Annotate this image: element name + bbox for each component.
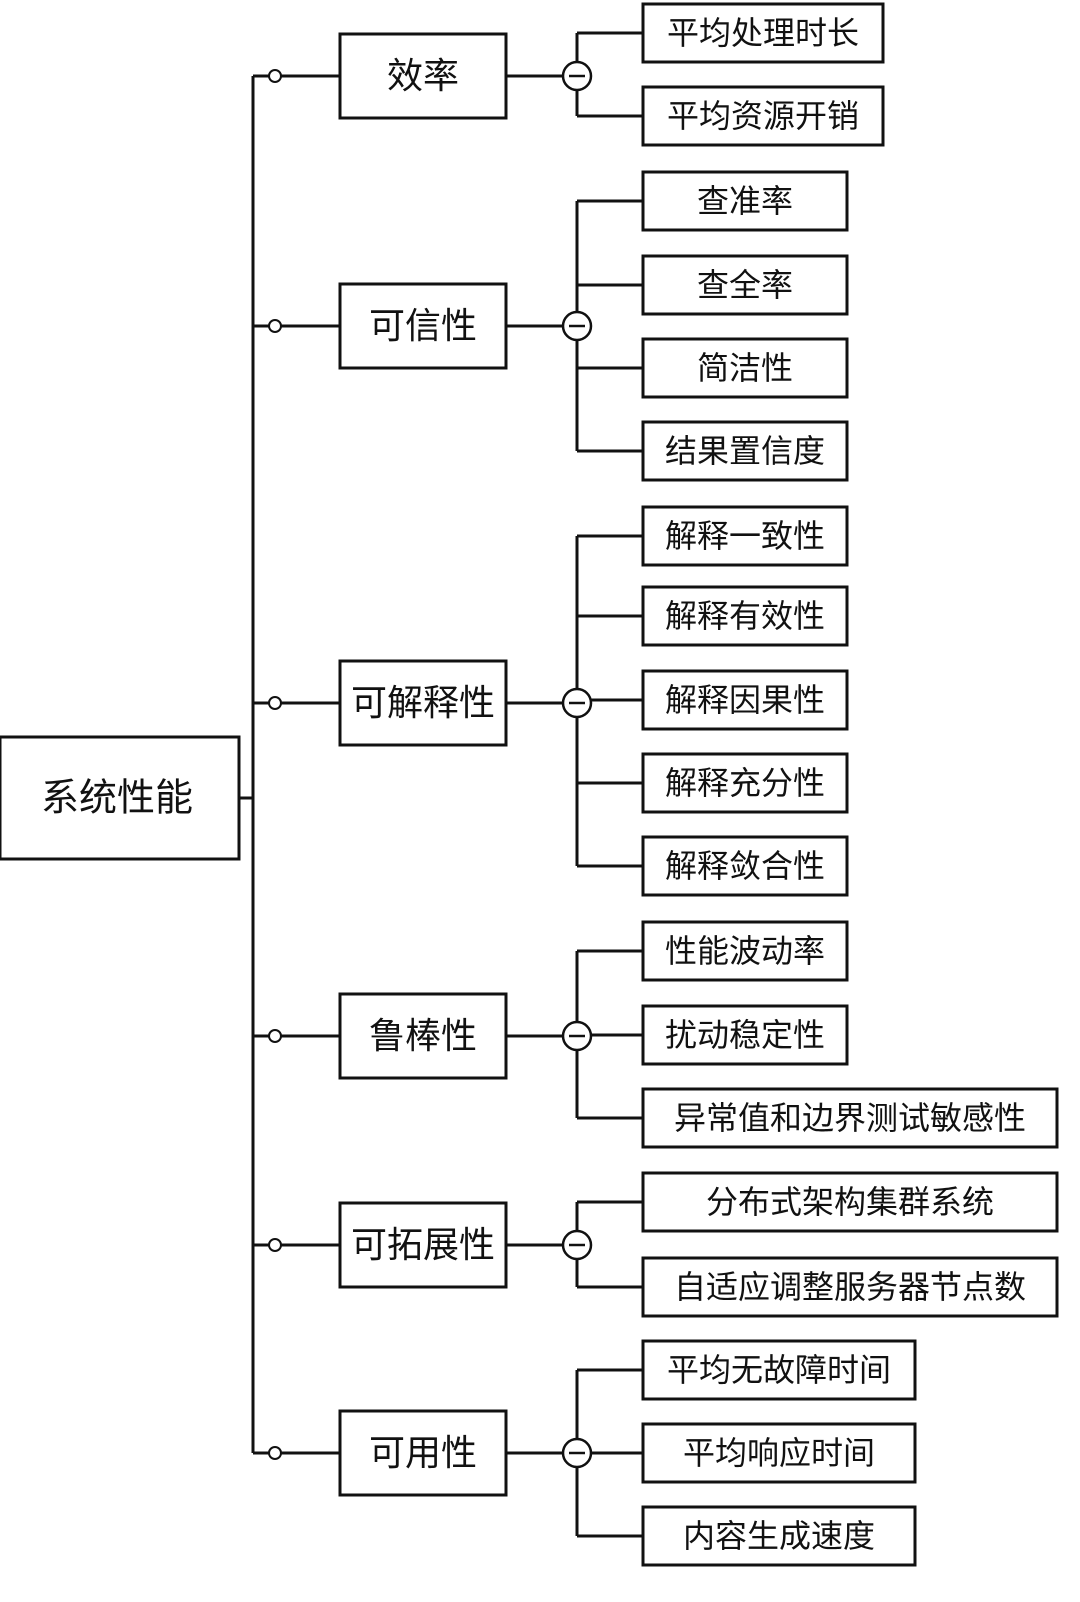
collapse-icon	[561, 310, 593, 342]
metric-label: 解释因果性	[665, 681, 825, 719]
metric-node: 平均处理时长	[641, 2, 885, 64]
metric-box	[641, 2, 885, 64]
collapse-icon	[561, 1020, 593, 1052]
metric-label: 内容生成速度	[683, 1517, 875, 1555]
metric-label: 自适应调整服务器节点数	[674, 1268, 1026, 1306]
category-6: 可用性	[338, 1409, 508, 1497]
metric-label: 平均响应时间	[683, 1434, 875, 1472]
metric-node: 异常值和边界测试敏感性	[641, 1087, 1059, 1149]
metric-box	[641, 835, 849, 897]
metric-node: 平均资源开销	[641, 85, 885, 147]
metric-node: 解释敛合性	[641, 835, 849, 897]
category-label: 可用性	[369, 1433, 477, 1474]
metric-node: 平均响应时间	[641, 1422, 917, 1484]
junction-dot	[268, 1238, 282, 1252]
metric-box	[641, 170, 849, 232]
metric-node: 平均无故障时间	[641, 1339, 917, 1401]
metric-box	[641, 1422, 917, 1484]
metric-label: 查准率	[697, 182, 793, 220]
metric-node: 内容生成速度	[641, 1505, 917, 1567]
metric-box	[641, 505, 849, 567]
junction-dot	[268, 696, 282, 710]
category-box	[338, 32, 508, 120]
category-box	[338, 1201, 508, 1289]
category-box	[338, 659, 508, 747]
metric-node: 性能波动率	[641, 920, 849, 982]
metric-node: 解释充分性	[641, 752, 849, 814]
metric-label: 解释充分性	[665, 764, 825, 802]
metric-box	[641, 1171, 1059, 1233]
metric-label: 解释敛合性	[665, 847, 825, 885]
metric-box	[641, 920, 849, 982]
metric-label: 结果置信度	[665, 432, 825, 470]
sub-metrics: 平均处理时长平均资源开销查准率查全率简洁性结果置信度解释一致性解释有效性解释因果…	[641, 2, 1059, 1567]
metric-box	[641, 337, 849, 399]
metric-node: 解释一致性	[641, 505, 849, 567]
metric-label: 查全率	[697, 266, 793, 304]
metric-box	[641, 1505, 917, 1567]
metric-box	[641, 585, 849, 647]
metric-label: 扰动稳定性	[665, 1016, 825, 1054]
metric-box	[641, 1339, 917, 1401]
junction-dot	[268, 1446, 282, 1460]
category-box	[338, 992, 508, 1080]
category-5: 可拓展性	[338, 1201, 508, 1289]
metric-box	[641, 1087, 1059, 1149]
category-1: 效率	[338, 32, 508, 120]
metric-node: 解释有效性	[641, 585, 849, 647]
metric-label: 简洁性	[697, 349, 793, 387]
metric-node: 解释因果性	[641, 669, 849, 731]
category-2: 可信性	[338, 282, 508, 370]
metric-node: 结果置信度	[641, 420, 849, 482]
metric-node: 查全率	[641, 254, 849, 316]
metric-box	[641, 254, 849, 316]
metric-label: 异常值和边界测试敏感性	[674, 1099, 1026, 1137]
metric-box	[641, 1256, 1059, 1318]
metric-node: 查准率	[641, 170, 849, 232]
collapse-icon	[561, 1229, 593, 1261]
category-label: 效率	[387, 56, 459, 97]
metric-label: 解释有效性	[665, 597, 825, 635]
category-label: 可拓展性	[351, 1225, 495, 1266]
metric-label: 性能波动率	[665, 932, 825, 970]
metric-box	[641, 420, 849, 482]
root-node: 系统性能	[0, 735, 241, 861]
category-label: 可解释性	[351, 683, 495, 724]
category-box	[338, 1409, 508, 1497]
metric-node: 自适应调整服务器节点数	[641, 1256, 1059, 1318]
root-label: 系统性能	[41, 776, 193, 820]
metric-label: 平均处理时长	[667, 14, 859, 52]
collapse-icon	[561, 1437, 593, 1469]
connector-lines	[239, 31, 643, 1538]
metric-box	[641, 669, 849, 731]
collapse-icon	[561, 60, 593, 92]
metric-label: 平均无故障时间	[667, 1351, 891, 1389]
junction-dot	[268, 319, 282, 333]
metric-box	[641, 1004, 849, 1066]
metric-box	[641, 752, 849, 814]
junction-dot	[268, 69, 282, 83]
category-box	[338, 282, 508, 370]
category-label: 可信性	[369, 306, 477, 347]
category-label: 鲁棒性	[369, 1016, 477, 1057]
category-4: 鲁棒性	[338, 992, 508, 1080]
metric-box	[641, 85, 885, 147]
category-3: 可解释性	[338, 659, 508, 747]
junction-dot	[268, 1029, 282, 1043]
metric-label: 平均资源开销	[667, 97, 859, 135]
metric-label: 解释一致性	[665, 517, 825, 555]
metric-node: 简洁性	[641, 337, 849, 399]
metric-node: 扰动稳定性	[641, 1004, 849, 1066]
metric-node: 分布式架构集群系统	[641, 1171, 1059, 1233]
collapse-icon	[561, 687, 593, 719]
metric-label: 分布式架构集群系统	[706, 1183, 994, 1221]
